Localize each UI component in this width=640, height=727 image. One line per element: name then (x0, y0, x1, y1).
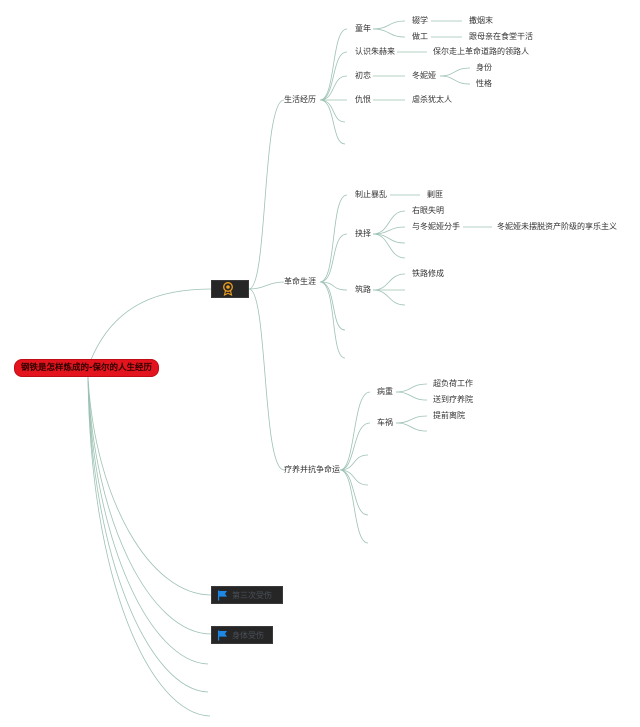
link-recovery-accident (339, 422, 371, 471)
link-root-hub (89, 288, 212, 363)
topic-railway: 筑路 (355, 285, 371, 294)
topic-accident: 车祸 (377, 418, 393, 427)
link-hub-revolution (248, 281, 285, 290)
link-illness-item (395, 383, 428, 393)
topic-body-injury: 身体受伤 (211, 626, 273, 644)
topic-recovery: 疗养并抗争命运 (284, 465, 340, 474)
link-recovery-empty (339, 454, 369, 471)
link-root-empty (87, 376, 209, 665)
link-accident-detail (395, 415, 428, 424)
link-illness-item (395, 391, 428, 401)
topic-work: 做工 (412, 32, 428, 41)
link-choice-empty (372, 233, 406, 259)
topic-zhuhelai: 认识朱赫来 (355, 47, 395, 56)
link-revolution-railway (319, 281, 348, 291)
topic-illness-item: 送到疗养院 (433, 395, 473, 404)
link-root-body-injury (87, 376, 212, 635)
link-choice-breakup (372, 226, 406, 235)
link-accident-empty (395, 422, 428, 432)
link-person-trait (439, 75, 471, 85)
link-hub-recovery (248, 288, 285, 471)
topic-accident-detail: 提前离院 (433, 411, 465, 420)
topic-choice-eye: 右眼失明 (412, 206, 444, 215)
link-life-zhuhelai (319, 51, 348, 101)
link-hub-life (248, 99, 285, 290)
topic-trait: 身份 (476, 63, 492, 72)
topic-breakup-reason: 冬妮娅未摆脱资产阶级的享乐主义 (497, 222, 617, 231)
link-revolution-empty (319, 281, 346, 359)
link-revolution-riot (319, 194, 348, 283)
topic-first-love: 初恋 (355, 71, 371, 80)
link-life-first-love (319, 75, 348, 101)
topic-zhuhelai-detail: 保尔走上革命道路的领路人 (433, 47, 529, 56)
link-railway-empty (372, 289, 406, 306)
topic-first-love-person: 冬妮娅 (412, 71, 436, 80)
topic-riot-detail: 剿匪 (427, 190, 443, 199)
topic-hatred: 仇恨 (355, 95, 371, 104)
link-choice-eye (372, 210, 406, 235)
link-life-childhood (319, 28, 348, 101)
topic-riot: 制止暴乱 (355, 190, 387, 199)
link-person-trait (439, 67, 471, 77)
topic-revolution: 革命生涯 (284, 277, 316, 286)
root-topic: 钢铁是怎样炼成的-保尔的人生经历 (14, 359, 159, 377)
topic-work-detail: 跟母亲在食堂干活 (469, 32, 533, 41)
topic-hatred-detail: 虐杀犹太人 (412, 95, 452, 104)
topic-life: 生活经历 (284, 95, 316, 104)
topic-third-injury-label: 第三次受伤 (232, 590, 272, 600)
link-recovery-illness (339, 391, 371, 471)
topic-third-injury: 第三次受伤 (211, 586, 283, 604)
link-railway-detail (372, 273, 406, 291)
link-revolution-choice (319, 233, 348, 283)
topic-railway-detail: 铁路修成 (412, 269, 444, 278)
link-root-empty (87, 376, 211, 717)
link-life-empty (319, 99, 346, 145)
link-childhood-work (372, 28, 406, 38)
topic-dropout-detail: 撒烟末 (469, 16, 493, 25)
topic-illness-item: 超负荷工作 (433, 379, 473, 388)
link-root-third-injury (87, 376, 212, 596)
link-recovery-empty (339, 469, 369, 544)
topic-choice: 抉择 (355, 229, 371, 238)
topic-illness: 病重 (377, 387, 393, 396)
topic-trait: 性格 (476, 79, 492, 88)
topic-body-injury-label: 身体受伤 (232, 630, 264, 640)
link-root-empty (87, 376, 209, 693)
topic-breakup: 与冬妮娅分手 (412, 222, 460, 231)
topic-childhood: 童年 (355, 24, 371, 33)
link-childhood-dropout (372, 20, 406, 30)
medal-icon (223, 282, 233, 296)
link-choice-empty (372, 233, 406, 244)
hub-topic (211, 280, 249, 298)
flag-icon (218, 590, 227, 600)
topic-dropout: 辍学 (412, 16, 428, 25)
flag-icon (218, 630, 227, 640)
